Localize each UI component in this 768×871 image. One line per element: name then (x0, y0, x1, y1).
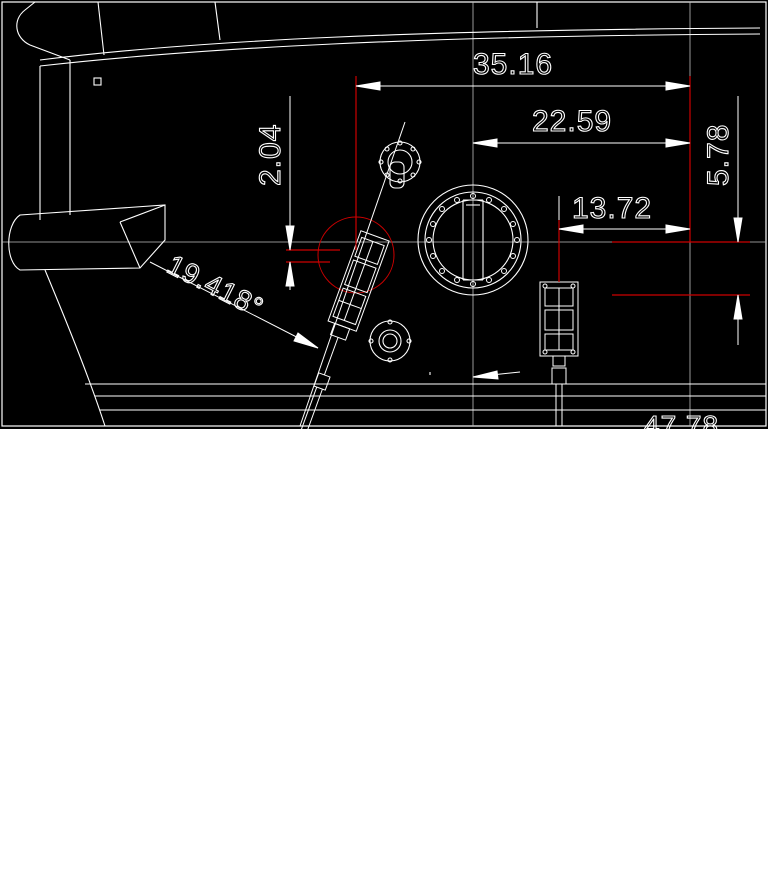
dimension-label-2-04: 2.04 (254, 124, 287, 186)
drawing-frame (1, 1, 767, 427)
dimension-extension-lines (286, 76, 750, 296)
porthole (417, 184, 529, 296)
lower-fitting (368, 319, 412, 363)
hull-outline (8, 1, 766, 427)
dimension-lines (149, 81, 743, 380)
dimension-label-13-72: 13.72 (572, 192, 652, 225)
drawing-background (0, 0, 768, 429)
cad-drawing-viewport[interactable]: 35.16 22.59 13.72 2.04 5.78 19.418° 47.7… (0, 0, 768, 429)
dimension-label-22-59: 22.59 (532, 105, 612, 138)
cad-drawing: 35.16 22.59 13.72 2.04 5.78 19.418° 47.7… (0, 0, 768, 429)
porthole-bolts (426, 193, 520, 287)
dimension-label-47-78: 47.78 (644, 410, 719, 429)
dimension-label-5-78: 5.78 (702, 124, 735, 186)
dimension-label-35-16: 35.16 (473, 48, 553, 81)
